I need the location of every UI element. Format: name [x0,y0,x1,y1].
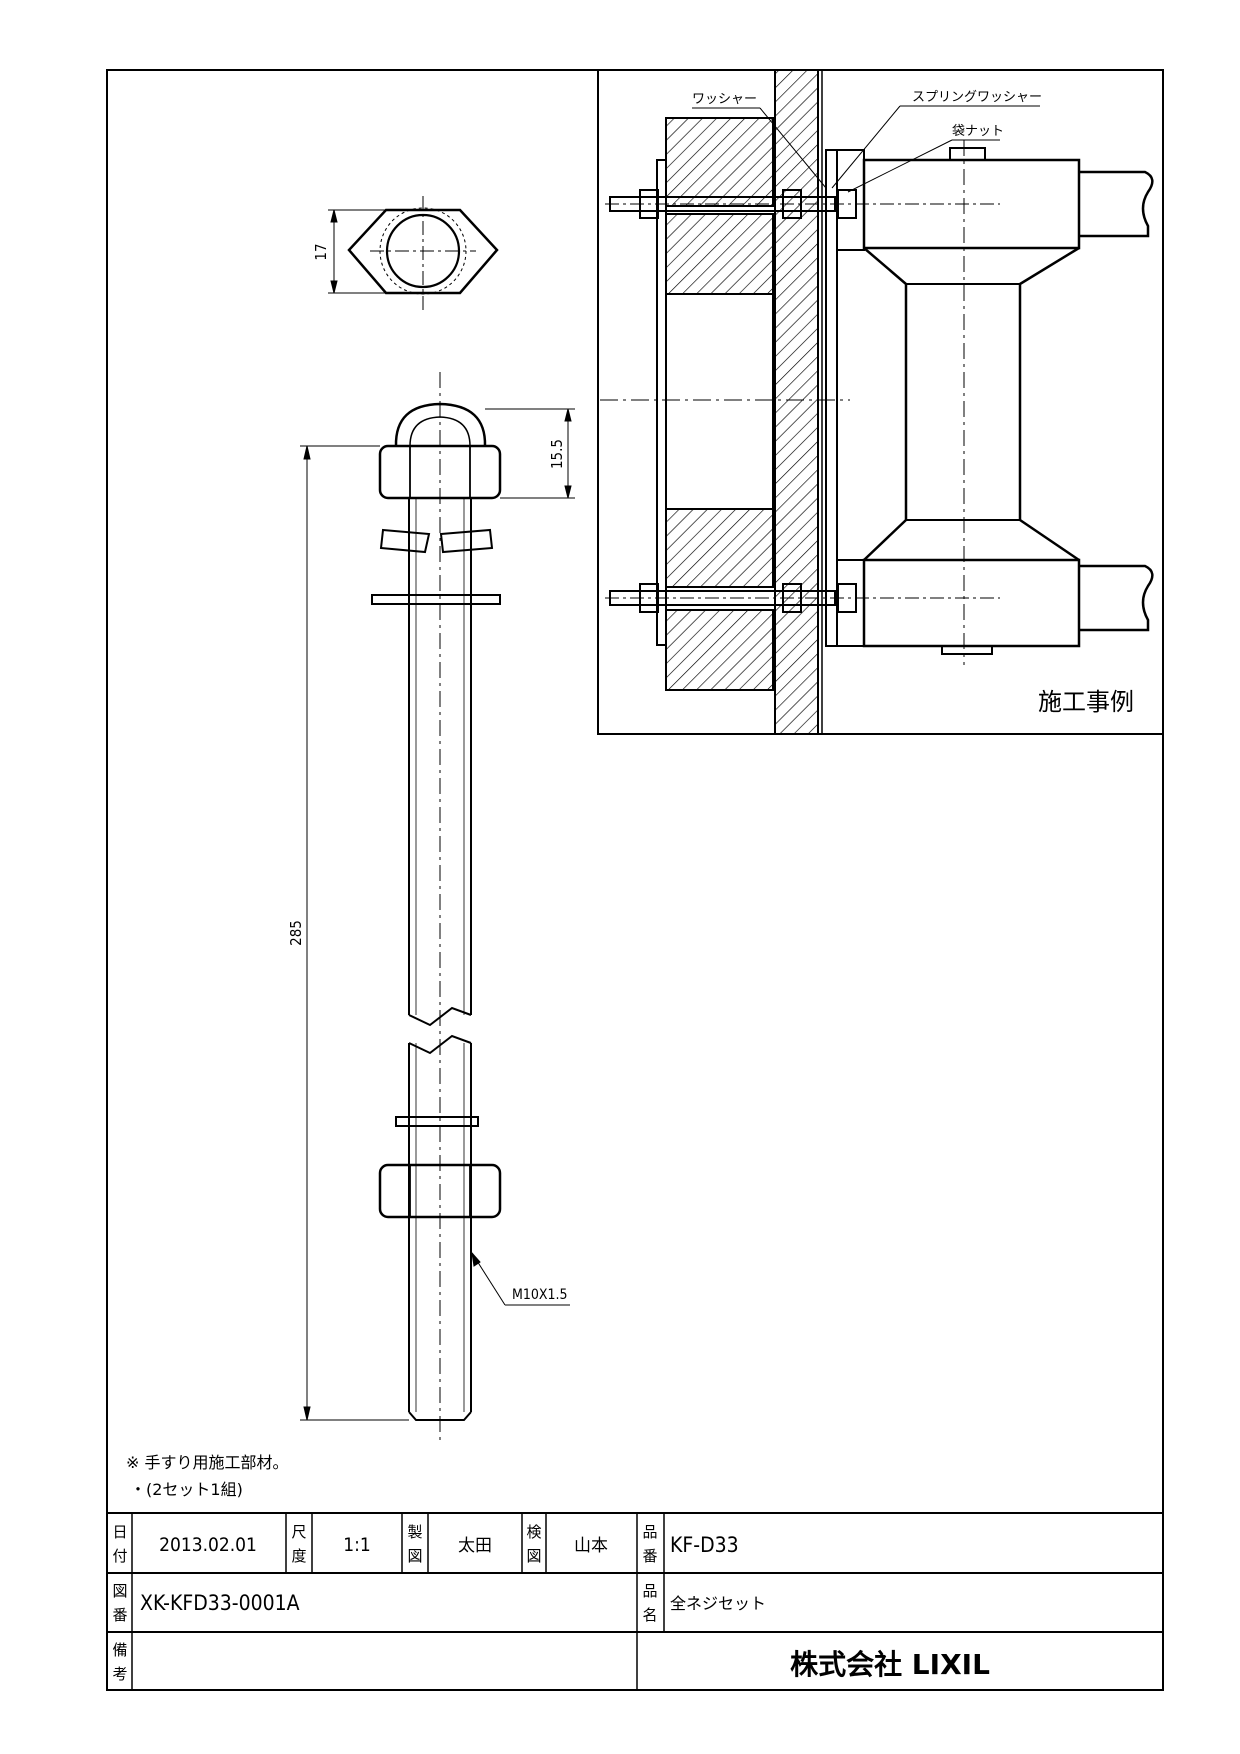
made-by-value: 太田 [458,1536,492,1556]
label-drawing-no-1: 図 [112,1582,127,1600]
label-made-2: 図 [407,1547,422,1565]
installation-example [597,69,1164,735]
date-value: 2013.02.01 [159,1534,257,1556]
note-line-2: ・(2セット1組) [130,1480,243,1499]
dim-bolt-length: 285 [287,920,305,946]
part-no-value: KF-D33 [670,1533,739,1557]
label-checked-1: 検 [526,1523,541,1541]
scale-value: 1:1 [343,1534,371,1556]
label-scale-2: 度 [291,1547,306,1565]
callout-spring-washer: スプリングワッシャー [912,90,1042,105]
label-part-no-1: 品 [642,1523,657,1541]
dim-cap-nut-height: 15.5 [548,439,566,469]
drawing-no-value: XK-KFD33-0001A [140,1591,300,1615]
bolt-side-view [300,372,575,1440]
label-part-name-2: 名 [642,1606,657,1624]
title-block [107,1512,1163,1690]
installation-example-label: 施工事例 [1038,688,1134,716]
label-date-2: 付 [112,1547,127,1565]
dim-hex-across-flats: 17 [312,243,330,260]
label-part-no-2: 番 [642,1547,657,1565]
hex-nut-top-view [328,196,499,310]
label-remarks-1: 備 [112,1641,127,1659]
label-checked-2: 図 [526,1547,541,1565]
label-date-1: 日 [112,1523,127,1541]
label-scale-1: 尺 [291,1523,306,1541]
checked-by-value: 山本 [574,1536,608,1556]
sheet-border [106,69,1164,1691]
part-name-value: 全ネジセット [670,1594,766,1613]
label-drawing-no-2: 番 [112,1606,127,1624]
label-remarks-2: 考 [112,1665,127,1683]
company-logo-text: 株式会社 LIXIL [790,1648,990,1681]
thread-spec-label: M10X1.5 [512,1287,568,1303]
callout-washer: ワッシャー [692,92,757,107]
label-made-1: 製 [407,1523,422,1541]
note-line-1: ※ 手すり用施工部材。 [126,1453,289,1472]
label-part-name-1: 品 [642,1582,657,1600]
callout-cap-nut: 袋ナット [952,124,1004,139]
